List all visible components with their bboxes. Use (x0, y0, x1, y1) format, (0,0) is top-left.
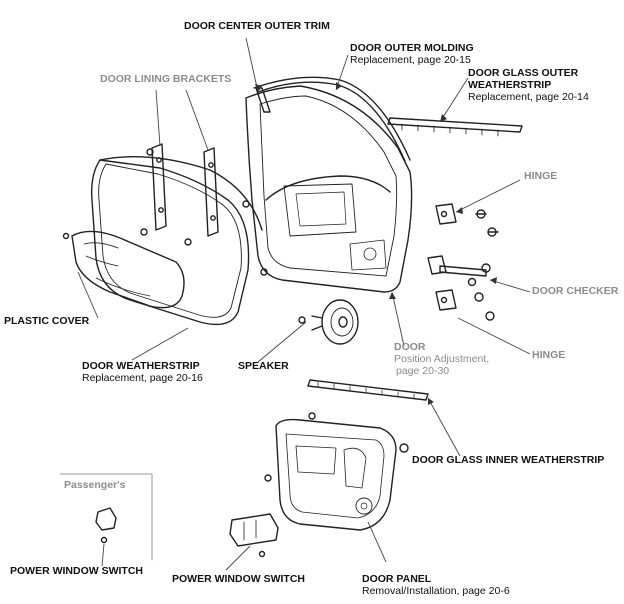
label-plastic-cover: PLASTIC COVER (4, 315, 90, 328)
label-power-window-switch-left: POWER WINDOW SWITCH (10, 565, 143, 578)
label-door-weatherstrip: DOOR WEATHERSTRIP Replacement, page 20-1… (82, 360, 203, 385)
label-title-line2: WEATHERSTRIP (468, 78, 552, 91)
passengers-bracket (59, 473, 153, 561)
label-power-window-switch-center: POWER WINDOW SWITCH (172, 573, 305, 586)
label-title: HINGE (532, 349, 566, 361)
door-panel-part (275, 418, 397, 531)
label-door: DOOR Position Adjustment, page 20-30 (394, 341, 490, 377)
label-title: DOOR PANEL (362, 573, 432, 585)
door-weatherstrip-part (90, 155, 263, 326)
label-sub: Removal/Installation, page 20-6 (362, 584, 510, 597)
label-sub1: Position Adjustment, (394, 352, 490, 365)
label-title: DOOR WEATHERSTRIP (82, 360, 200, 372)
label-door-lining-brackets: DOOR LINING BRACKETS (100, 73, 232, 86)
label-title: DOOR (394, 341, 426, 353)
label-title: POWER WINDOW SWITCH (10, 565, 143, 577)
door-lining-brackets-part (151, 143, 219, 237)
speaker-part (298, 299, 359, 345)
label-title-line1: DOOR GLASS OUTER (468, 67, 579, 79)
label-title: SPEAKER (238, 360, 289, 372)
power-window-switch-left-part (95, 507, 117, 544)
hinge-upper-part (435, 203, 499, 237)
label-title: POWER WINDOW SWITCH (172, 573, 305, 585)
power-window-switch-center-part (229, 513, 279, 558)
label-sub: Replacement, page 20-16 (82, 371, 203, 384)
label-title: DOOR CENTER OUTER TRIM (184, 20, 330, 32)
plastic-cover-part (71, 230, 185, 309)
label-door-checker: DOOR CHECKER (532, 285, 619, 298)
label-door-panel: DOOR PANEL Removal/Installation, page 20… (362, 573, 510, 598)
label-sub: Replacement, page 20-14 (468, 90, 589, 103)
label-door-center-outer-trim: DOOR CENTER OUTER TRIM (184, 20, 330, 33)
door-part (245, 85, 413, 293)
label-speaker: SPEAKER (238, 360, 289, 373)
label-door-glass-inner-weatherstrip: DOOR GLASS INNER WEATHERSTRIP (412, 454, 605, 467)
label-hinge-upper: HINGE (524, 170, 558, 183)
label-hinge-lower: HINGE (532, 349, 566, 362)
label-title: DOOR OUTER MOLDING (350, 42, 474, 54)
door-outer-molding-part (253, 76, 411, 162)
label-sub2: page 20-30 (396, 364, 450, 377)
door-glass-outer-weatherstrip-part (387, 117, 523, 137)
label-sub: Replacement, page 20-15 (350, 53, 471, 66)
door-checker-part (427, 255, 491, 287)
label-door-glass-outer-weatherstrip: DOOR GLASS OUTER WEATHERSTRIP Replacemen… (468, 67, 589, 103)
door-glass-inner-weatherstrip-part (307, 379, 429, 401)
label-title: HINGE (524, 170, 558, 182)
label-title: DOOR GLASS INNER WEATHERSTRIP (412, 454, 605, 466)
label-title: Passenger's (64, 479, 126, 491)
label-title: DOOR LINING BRACKETS (100, 73, 232, 85)
label-door-outer-molding: DOOR OUTER MOLDING Replacement, page 20-… (350, 42, 474, 67)
hinge-lower-part (435, 289, 495, 321)
label-title: DOOR CHECKER (532, 285, 619, 297)
label-passengers: Passenger's (64, 479, 126, 492)
label-title: PLASTIC COVER (4, 315, 90, 327)
